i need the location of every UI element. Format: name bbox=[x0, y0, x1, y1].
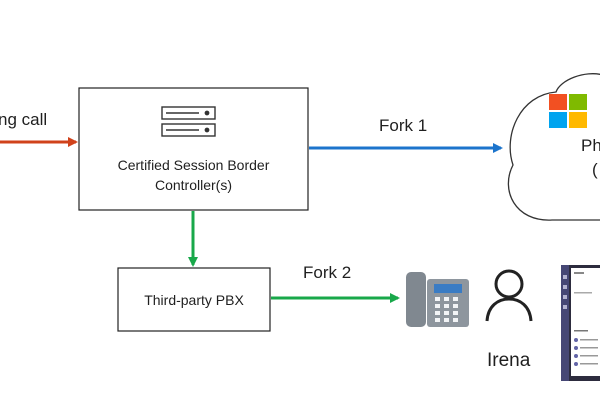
cloud-label-line1: Ph bbox=[581, 136, 600, 155]
cloud-label-line2: ( bbox=[592, 160, 598, 179]
pbx-label: Third-party PBX bbox=[144, 292, 244, 308]
fork1-label: Fork 1 bbox=[379, 116, 428, 135]
desk-phone-icon bbox=[406, 272, 469, 327]
server-icon bbox=[161, 106, 216, 137]
pbx-box bbox=[117, 267, 271, 332]
sbc-label: Certified Session Border Controller(s) bbox=[79, 155, 308, 195]
sbc-label-line1: Certified Session Border bbox=[117, 157, 270, 173]
sbc-box bbox=[78, 87, 309, 211]
cloud-icon bbox=[507, 73, 600, 221]
microsoft-logo-icon bbox=[549, 94, 587, 128]
user-icon bbox=[485, 269, 533, 322]
teams-client-screenshot-icon bbox=[561, 265, 600, 381]
fork2-label: Fork 2 bbox=[303, 263, 352, 282]
user-name-label: Irena bbox=[487, 350, 531, 371]
sbc-label-line2: Controller(s) bbox=[154, 177, 232, 193]
incoming-call-label: ng call bbox=[0, 110, 48, 129]
